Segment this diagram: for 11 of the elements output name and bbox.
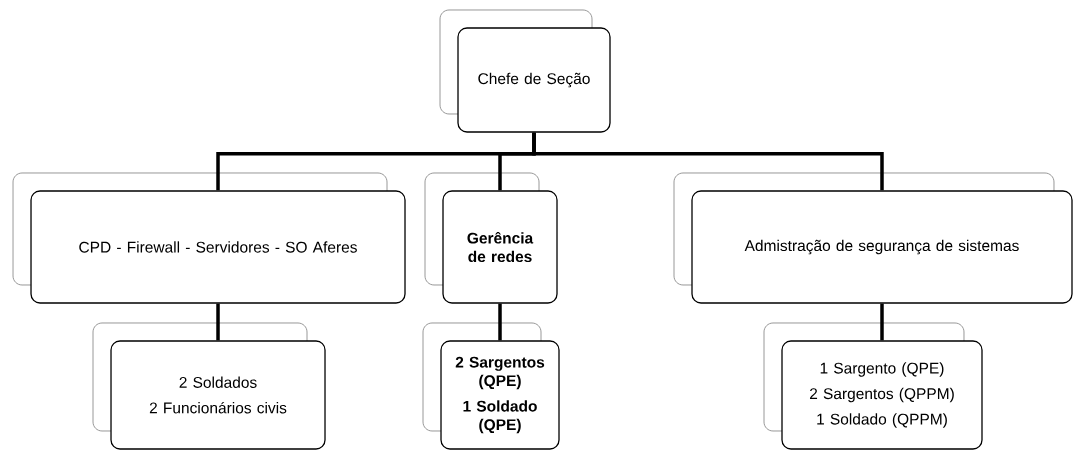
staff-box: 2 Sargentos (QPE) 1 Soldado (QPE) xyxy=(422,322,560,450)
unit-box: Admistração de segurança de sistemas xyxy=(673,172,1073,304)
connector-line xyxy=(498,303,502,341)
connector-line xyxy=(532,132,884,191)
staff-box: 1 Sargento (QPE) 2 Sargentos (QPPM) 1 Soldado (QPPM) xyxy=(763,322,983,450)
unit-box: Gerência de redes xyxy=(424,172,558,304)
unit-box: CPD - Firewall - Servidores - SO Aferes xyxy=(12,172,406,304)
connector-line xyxy=(216,303,220,341)
staff-box: 2 Soldados 2 Funcionários civis xyxy=(92,322,326,450)
connector-line xyxy=(880,303,884,341)
position-box: Chefe de Seção xyxy=(439,9,611,133)
